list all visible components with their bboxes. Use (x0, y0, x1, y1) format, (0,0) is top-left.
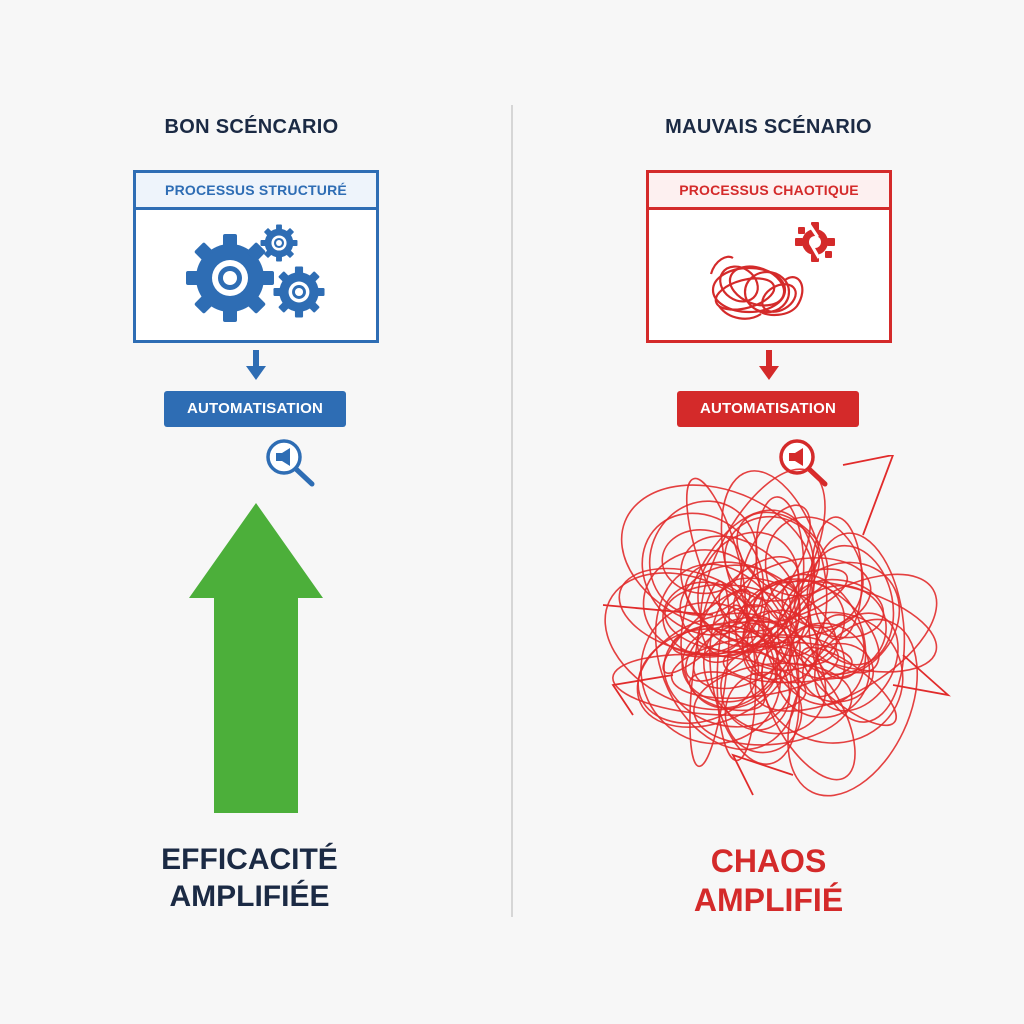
structured-process-label: PROCESSUS STRUCTURÉ (136, 173, 376, 210)
amplified-chaos-label: CHAOS AMPLIFIÉ (513, 842, 1024, 920)
arrow-down-icon (759, 350, 779, 380)
chaotic-process-box: PROCESSUS CHAOTIQUE (646, 170, 892, 343)
bad-scenario-title: MAUVAIS SCÉNARIO (665, 116, 872, 138)
good-scenario-panel: BON SCÉNCARIO PROCESSUS STRUCTURÉ (0, 0, 511, 1024)
arrow-down-icon (246, 350, 266, 380)
result-line-1: CHAOS (710, 843, 827, 879)
chaos-scribble-icon (602, 455, 951, 797)
bad-scenario-panel: MAUVAIS SCÉNARIO PROCESSUS CHAOTIQUE (513, 0, 1024, 1024)
automation-label: AUTOMATISATION (164, 391, 346, 427)
broken-gear-icon (795, 222, 835, 262)
chaotic-process-label: PROCESSUS CHAOTIQUE (649, 173, 889, 210)
magnifier-megaphone-icon (779, 439, 828, 487)
result-line-2: AMPLIFIÉ (693, 882, 844, 919)
magnifier-megaphone-icon (266, 439, 315, 487)
good-scenario-title: BON SCÉNCARIO (164, 116, 339, 138)
tangle-icon (709, 255, 804, 320)
gears-icon (186, 224, 325, 322)
automation-label: AUTOMATISATION (677, 391, 859, 427)
arrow-up-icon (189, 503, 323, 813)
structured-process-box: PROCESSUS STRUCTURÉ (133, 170, 379, 343)
result-line-1: EFFICACITÉ (161, 843, 338, 876)
center-divider (511, 105, 513, 917)
result-line-2: AMPLIFIÉE (169, 879, 330, 913)
amplified-efficiency-label: EFFICACITÉ AMPLIFIÉE (0, 842, 505, 915)
